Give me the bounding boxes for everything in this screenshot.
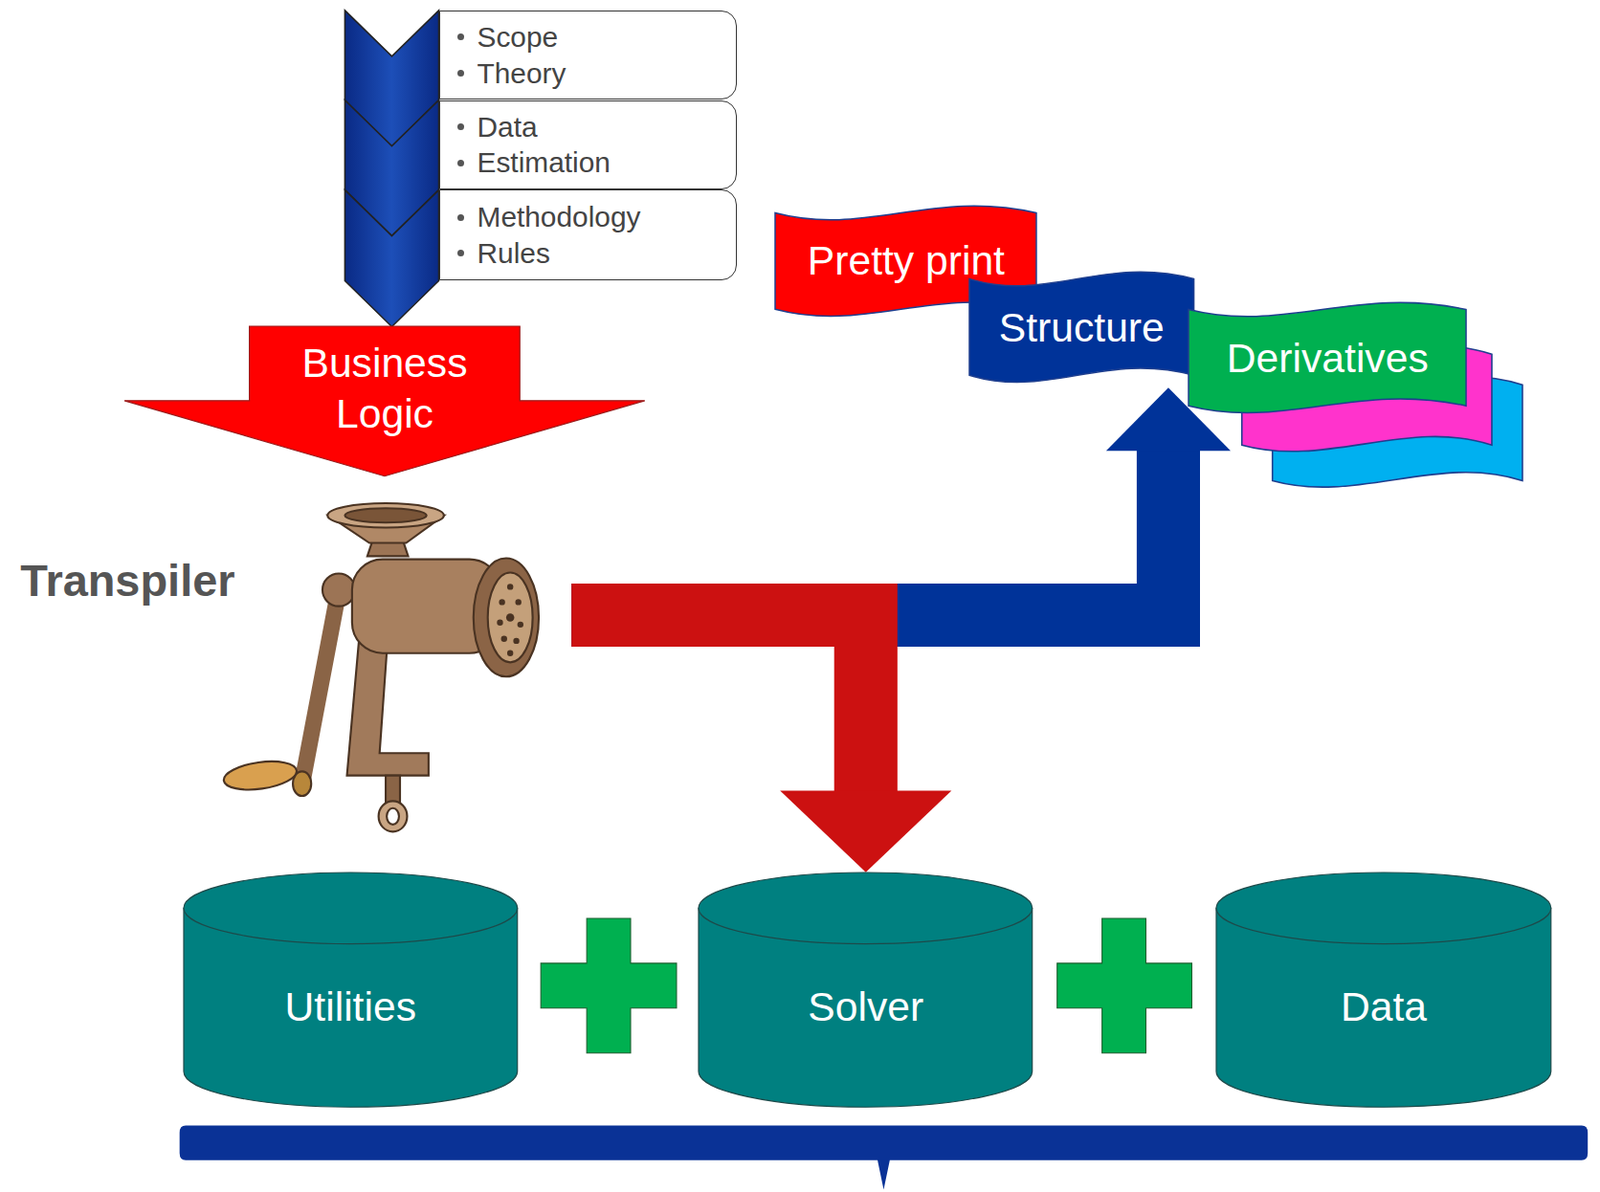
ribbon-banner: Derivatives xyxy=(1188,297,1467,419)
bullet-item: Data xyxy=(457,109,727,145)
meat-grinder xyxy=(222,503,539,832)
bullet-dot xyxy=(457,69,465,77)
bullet-item: Theory xyxy=(457,55,727,91)
cylinder-top xyxy=(183,872,518,945)
bullet-item: Scope xyxy=(457,19,727,55)
text-wrap: Solver xyxy=(698,908,1033,1108)
arrow-head xyxy=(779,790,952,872)
text-wrap: Derivatives xyxy=(1188,297,1467,419)
chevron-box: DataEstimation xyxy=(439,100,737,191)
bullet-item: Rules xyxy=(457,235,727,271)
flow-arrow xyxy=(571,615,952,873)
bullet-text: Rules xyxy=(477,235,551,271)
node-label: Derivatives xyxy=(1226,333,1429,384)
chevron-box: ScopeTheory xyxy=(439,10,737,101)
bullet-text: Scope xyxy=(477,19,559,55)
node-label: Business Logic xyxy=(249,337,521,441)
transpiler-node: Transpiler xyxy=(15,500,572,838)
text-wrap: Structure xyxy=(969,266,1195,388)
text-wrap: Utilities xyxy=(183,908,518,1108)
text-wrap: Data xyxy=(1216,908,1552,1108)
bullet-dot xyxy=(457,123,465,131)
text-wrap: Business Logic xyxy=(249,326,521,451)
bullet-text: Theory xyxy=(477,55,567,91)
node-label: Structure xyxy=(999,302,1165,354)
arrow-shape: Business Logic xyxy=(124,326,645,477)
cylinder-top xyxy=(1216,872,1552,945)
arrow-shaft xyxy=(571,615,867,792)
bullet-text: Data xyxy=(477,109,538,145)
bullet-dot xyxy=(457,159,465,167)
chevron-box: MethodologyRules xyxy=(439,189,737,281)
cylinder-top xyxy=(698,872,1033,945)
node-label: Pretty print xyxy=(807,235,1005,287)
node-label: Solver xyxy=(807,981,924,1033)
bullet-dot xyxy=(457,249,465,257)
ribbon-outline xyxy=(1188,303,1467,414)
database-cylinder: Utilities xyxy=(183,872,518,1108)
bracket xyxy=(179,1125,1589,1190)
node-label: Data xyxy=(1340,981,1427,1033)
bullet-dot xyxy=(457,214,465,222)
bullet-dot xyxy=(457,33,465,41)
node-label: Utilities xyxy=(285,981,417,1033)
bullet-text: Estimation xyxy=(477,144,611,180)
ribbon-banner: Structure xyxy=(969,266,1195,388)
database-cylinder: Data xyxy=(1216,872,1552,1108)
node-label: Transpiler xyxy=(20,555,235,607)
arrow-outline xyxy=(124,326,645,477)
chevron-stack xyxy=(344,10,439,328)
bullet-item: Methodology xyxy=(457,199,727,235)
ribbon-outline xyxy=(969,272,1195,383)
flow-arrow xyxy=(571,387,1231,616)
bullet-text: Methodology xyxy=(477,199,642,235)
database-cylinder: Solver xyxy=(698,872,1033,1108)
bullet-item: Estimation xyxy=(457,144,727,180)
